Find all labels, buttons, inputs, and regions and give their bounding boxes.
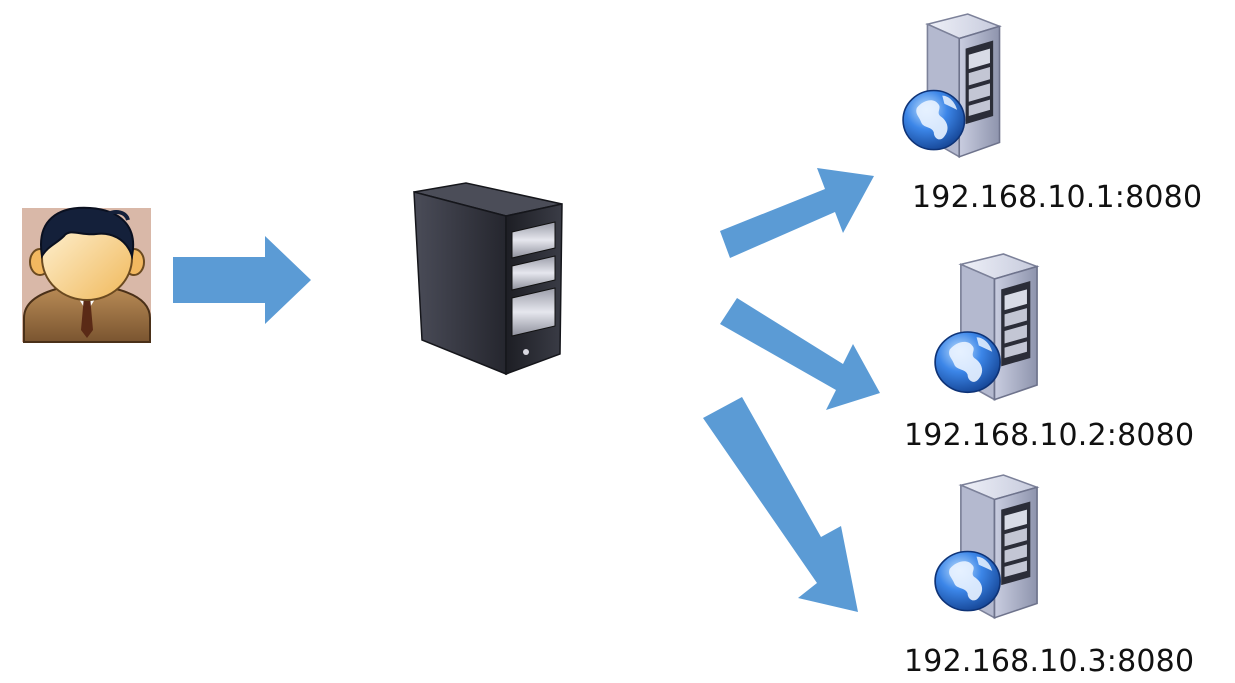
arrow-proxy-to-backend-2 [720,298,880,410]
web-server-icon [902,13,1001,158]
web-server-icon [934,253,1038,401]
backend-1-address-label: 192.168.10.1:8080 [912,180,1203,215]
web-server-icon [934,474,1038,619]
server-tower-icon [413,182,563,376]
arrow-client-to-proxy [173,236,311,324]
arrow-proxy-to-backend-3 [703,397,858,612]
user-icon [22,206,151,343]
backend-2-address-label: 192.168.10.2:8080 [904,418,1195,453]
arrow-proxy-to-backend-1 [720,168,874,258]
backend-3-address-label: 192.168.10.3:8080 [904,644,1195,679]
